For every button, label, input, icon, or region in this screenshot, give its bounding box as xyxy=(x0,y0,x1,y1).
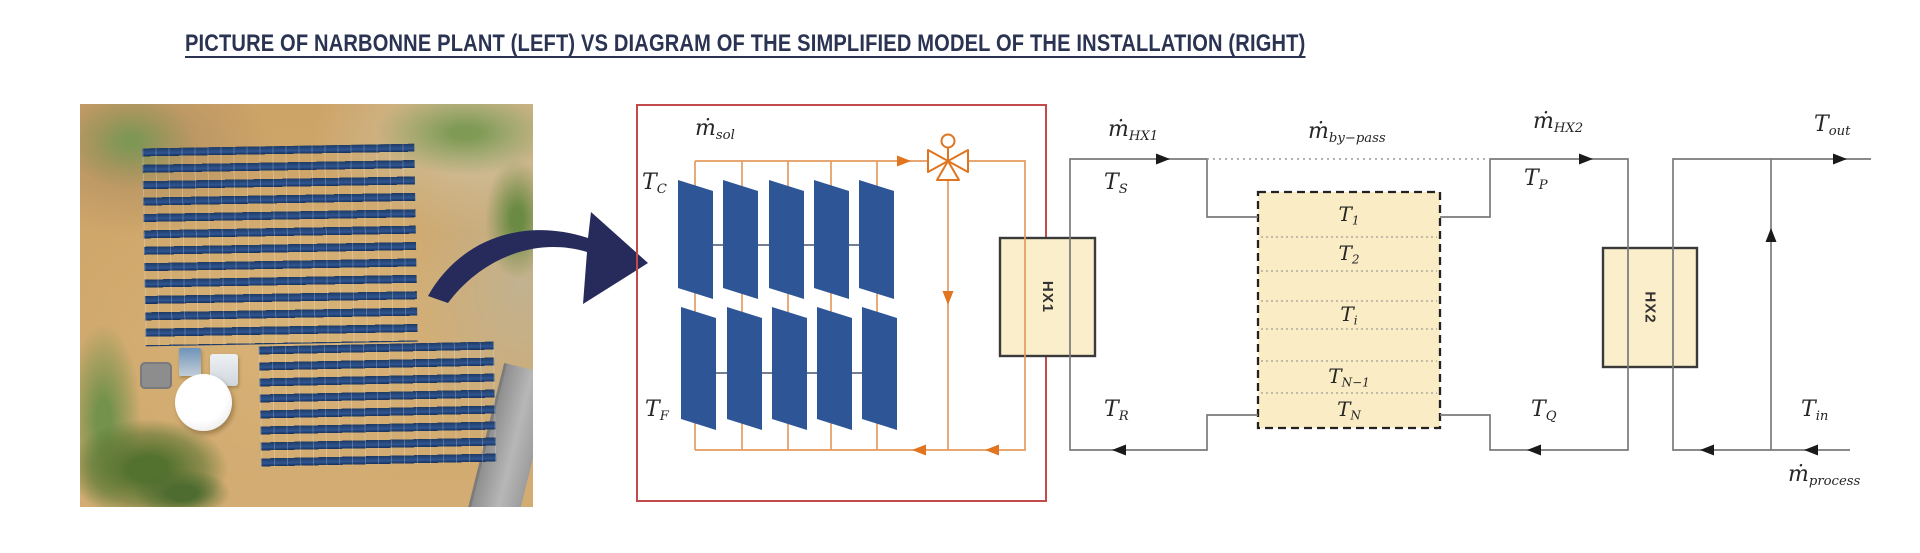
tank-layer-label: TN xyxy=(1337,397,1361,423)
plant-building xyxy=(179,348,201,376)
narbonne-plant-photo xyxy=(80,104,533,507)
label-t-r: TR xyxy=(1104,397,1129,424)
label-m-sol: ṁsol xyxy=(695,116,735,143)
water-flow-lines xyxy=(1069,158,1871,451)
tank-layer-separators xyxy=(1261,236,1437,394)
label-t-f: TF xyxy=(645,397,669,424)
panel-connectors xyxy=(713,244,862,374)
tank-discharge-loop xyxy=(1440,158,1629,451)
hx1-label: HX1 xyxy=(1039,281,1056,313)
solar-flow-arrows xyxy=(897,155,999,456)
label-t-q: TQ xyxy=(1531,397,1557,424)
title-row: PICTURE OF NARBONNE PLANT (LEFT) VS DIAG… xyxy=(185,30,1305,58)
label-m-bypass: ṁby−pass xyxy=(1308,119,1386,146)
tank-charge-loop xyxy=(1069,158,1258,451)
storage-tank xyxy=(1256,190,1442,430)
solar-field-boundary xyxy=(636,104,1047,502)
collector-panels xyxy=(678,180,897,430)
label-m-hx2: ṁHX2 xyxy=(1533,109,1584,136)
label-t-p: TP xyxy=(1524,166,1548,193)
label-t-in: Tin xyxy=(1801,397,1829,424)
label-t-s: TS xyxy=(1104,170,1128,197)
equipment-pad xyxy=(140,362,172,389)
tank-layer-label: TN−1 xyxy=(1328,364,1370,390)
label-m-hx1: ṁHX1 xyxy=(1108,117,1159,144)
tank-layer-label: T2 xyxy=(1338,241,1360,267)
label-t-out: Tout xyxy=(1814,112,1851,139)
label-m-process: ṁprocess xyxy=(1788,462,1861,489)
tank-layer-label: Ti xyxy=(1340,302,1358,328)
hx2-label: HX2 xyxy=(1642,291,1659,323)
hx1-box xyxy=(998,236,1097,358)
page-title: PICTURE OF NARBONNE PLANT (LEFT) VS DIAG… xyxy=(184,30,1306,57)
transition-arrow-icon xyxy=(428,212,648,304)
process-loop xyxy=(1672,158,1871,451)
hx2-box xyxy=(1601,246,1699,369)
water-flow-arrows xyxy=(1112,153,1847,456)
storage-tank-roof xyxy=(175,374,232,431)
three-way-valve-icon xyxy=(927,133,969,181)
vegetation-patch xyxy=(135,469,230,507)
label-t-c: TC xyxy=(642,170,667,197)
tank-layer-label: T1 xyxy=(1338,202,1360,228)
